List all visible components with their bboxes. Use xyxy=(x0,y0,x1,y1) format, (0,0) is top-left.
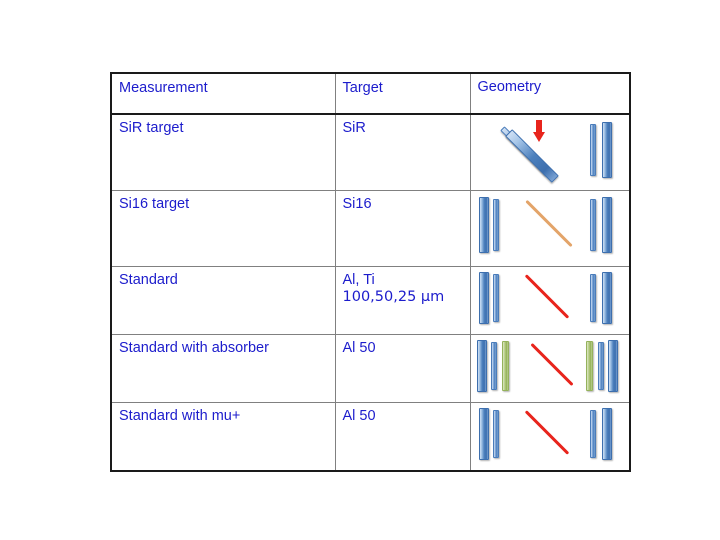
red-diagonal-track-icon xyxy=(524,274,569,319)
column-header-target-label: Target xyxy=(342,80,383,96)
standard-geometry xyxy=(471,267,631,334)
vertical-bar-thin-icon xyxy=(589,274,596,322)
standard-with-absorber-geometry xyxy=(471,335,631,402)
sir-target-geometry xyxy=(471,115,631,190)
red-diagonal-track-icon xyxy=(529,342,574,387)
vertical-bar-thick-icon xyxy=(601,197,612,253)
geometry-cell xyxy=(469,266,631,335)
si16-target-geometry xyxy=(471,191,631,266)
geometry-cell xyxy=(469,402,631,472)
measurement-label: Standard with mu+ xyxy=(119,408,241,424)
vertical-bar-thick-icon xyxy=(601,122,612,178)
vertical-bar-thick-icon xyxy=(478,408,489,460)
vertical-bar-thick-icon xyxy=(478,272,489,324)
target-label-line-2: 100,50,25 μm xyxy=(342,289,445,306)
measurement-label: Si16 target xyxy=(119,196,190,212)
geometry-cell xyxy=(469,334,631,403)
measurement-cell: Standard with absorber xyxy=(110,334,336,403)
target-cell: Al 50 xyxy=(334,402,471,472)
table-row: Standard Al, Ti 100,50,25 μm xyxy=(110,266,631,335)
diagonal-bar-thick-icon xyxy=(504,129,559,183)
vertical-bar-thin-icon xyxy=(492,199,499,251)
red-down-arrow-icon xyxy=(532,120,545,142)
measurement-cell: Si16 target xyxy=(110,190,336,267)
table-header-row: Measurement Target Geometry xyxy=(110,72,631,115)
column-header-measurement: Measurement xyxy=(110,72,336,115)
target-label: Si16 xyxy=(342,196,372,212)
orange-diagonal-track-icon xyxy=(524,199,573,248)
table-row: SiR target SiR xyxy=(110,113,631,191)
vertical-bar-thin-icon xyxy=(589,124,596,176)
measurement-label: Standard with absorber xyxy=(119,340,269,356)
measurement-cell: Standard with mu+ xyxy=(110,402,336,472)
geometry-cell xyxy=(469,190,631,267)
target-cell: Al, Ti 100,50,25 μm xyxy=(334,266,471,335)
vertical-bar-thin-icon xyxy=(597,342,604,390)
geometry-cell xyxy=(469,113,631,191)
target-label-line-1: Al, Ti xyxy=(342,272,375,288)
vertical-bar-thick-icon xyxy=(476,340,487,392)
table-row: Si16 target Si16 xyxy=(110,190,631,267)
column-header-target: Target xyxy=(334,72,471,115)
target-cell: Si16 xyxy=(334,190,471,267)
vertical-bar-thick-icon xyxy=(601,408,612,460)
vertical-bar-thin-icon xyxy=(492,274,499,322)
target-label: Al 50 xyxy=(342,408,376,424)
vertical-bar-thick-icon xyxy=(607,340,618,392)
target-label: SiR xyxy=(342,120,366,136)
measurement-cell: SiR target xyxy=(110,113,336,191)
vertical-bar-thick-icon xyxy=(478,197,489,253)
target-cell: SiR xyxy=(334,113,471,191)
measurement-label: Standard xyxy=(119,272,178,288)
column-header-geometry: Geometry xyxy=(469,72,631,115)
green-absorber-bar-icon xyxy=(501,341,509,391)
vertical-bar-thin-icon xyxy=(589,199,596,251)
vertical-bar-thick-icon xyxy=(601,272,612,324)
standard-with-mu-plus-geometry xyxy=(471,403,631,470)
measurement-label: SiR target xyxy=(119,120,184,136)
arrow-shaft xyxy=(535,120,542,133)
arrow-head xyxy=(532,132,545,142)
red-diagonal-track-icon xyxy=(524,410,569,455)
measurement-geometry-table: Measurement Target Geometry SiR target S… xyxy=(110,72,631,472)
column-header-geometry-label: Geometry xyxy=(477,79,542,95)
table-row: Standard with absorber Al 50 xyxy=(110,334,631,403)
table-row: Standard with mu+ Al 50 xyxy=(110,402,631,472)
column-header-measurement-label: Measurement xyxy=(119,80,208,96)
vertical-bar-thin-icon xyxy=(490,342,497,390)
target-label: Al 50 xyxy=(342,340,376,356)
target-cell: Al 50 xyxy=(334,334,471,403)
green-absorber-bar-icon xyxy=(585,341,593,391)
measurement-cell: Standard xyxy=(110,266,336,335)
vertical-bar-thin-icon xyxy=(589,410,596,458)
vertical-bar-thin-icon xyxy=(492,410,499,458)
